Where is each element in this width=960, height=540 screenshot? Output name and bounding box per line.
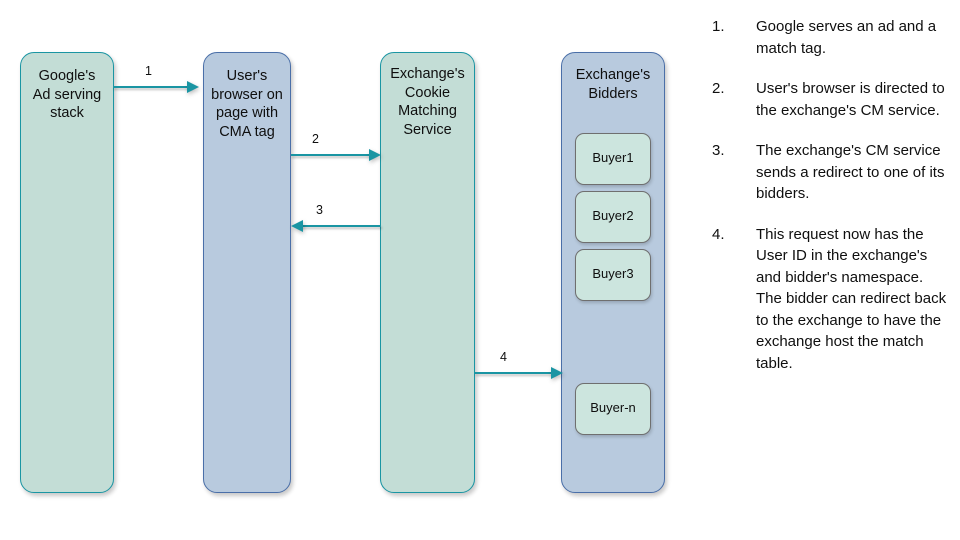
buyer-box-3[interactable]: Buyer3 — [575, 249, 651, 301]
list-item-text: This request now has the User ID in the … — [756, 225, 947, 372]
buyer-box-1[interactable]: Buyer1 — [575, 133, 651, 185]
arrow-label-4: 4 — [500, 350, 507, 364]
buyer-label-1: Buyer1 — [592, 150, 634, 165]
arrow-shaft — [475, 372, 555, 375]
arrow-shaft — [299, 225, 381, 228]
buyer-label-n: Buyer-n — [590, 400, 636, 415]
node-exchange-cookie-matching-service[interactable]: Exchange's Cookie Matching Service — [380, 52, 475, 493]
arrow-label-1: 1 — [145, 64, 152, 78]
arrow-label-3: 3 — [316, 203, 323, 217]
node-bidders-label: Exchange's Bidders — [575, 67, 651, 102]
node-google-ad-serving-stack[interactable]: Google's Ad serving stack — [20, 52, 114, 493]
list-item: 3. The exchange's CM service sends a red… — [712, 140, 950, 205]
arrow-head-icon — [187, 81, 199, 93]
buyer-label-2: Buyer2 — [592, 208, 634, 223]
arrow-2-browser-to-cms — [291, 149, 381, 161]
node-google-label: Google's Ad serving stack — [32, 68, 102, 121]
list-item-marker: 3. — [712, 142, 725, 159]
list-item-text: Google serves an ad and a match tag. — [756, 18, 937, 57]
list-item: 4. This request now has the User ID in t… — [712, 224, 950, 375]
arrow-shaft — [291, 154, 373, 157]
buyer-box-n[interactable]: Buyer-n — [575, 383, 651, 435]
buyer-box-2[interactable]: Buyer2 — [575, 191, 651, 243]
list-item-text: User's browser is directed to the exchan… — [756, 80, 945, 119]
arrow-shaft — [113, 86, 191, 89]
node-user-browser[interactable]: User's browser on page with CMA tag — [203, 52, 291, 493]
arrow-1-google-to-browser — [113, 81, 199, 93]
arrow-4-cms-to-bidders — [475, 367, 563, 379]
list-item-marker: 1. — [712, 18, 725, 35]
arrow-head-icon — [291, 220, 303, 232]
list-item-text: The exchange's CM service sends a redire… — [756, 142, 945, 202]
buyer-label-3: Buyer3 — [592, 266, 634, 281]
node-cms-label: Exchange's Cookie Matching Service — [390, 66, 465, 138]
arrow-3-cms-to-browser — [291, 220, 381, 232]
list-item: 1. Google serves an ad and a match tag. — [712, 16, 950, 59]
steps-list: 1. Google serves an ad and a match tag. … — [712, 16, 950, 374]
list-item-marker: 2. — [712, 80, 725, 97]
node-browser-label: User's browser on page with CMA tag — [211, 68, 283, 140]
list-item: 2. User's browser is directed to the exc… — [712, 78, 950, 121]
arrow-label-2: 2 — [312, 132, 319, 146]
list-item-marker: 4. — [712, 225, 725, 243]
